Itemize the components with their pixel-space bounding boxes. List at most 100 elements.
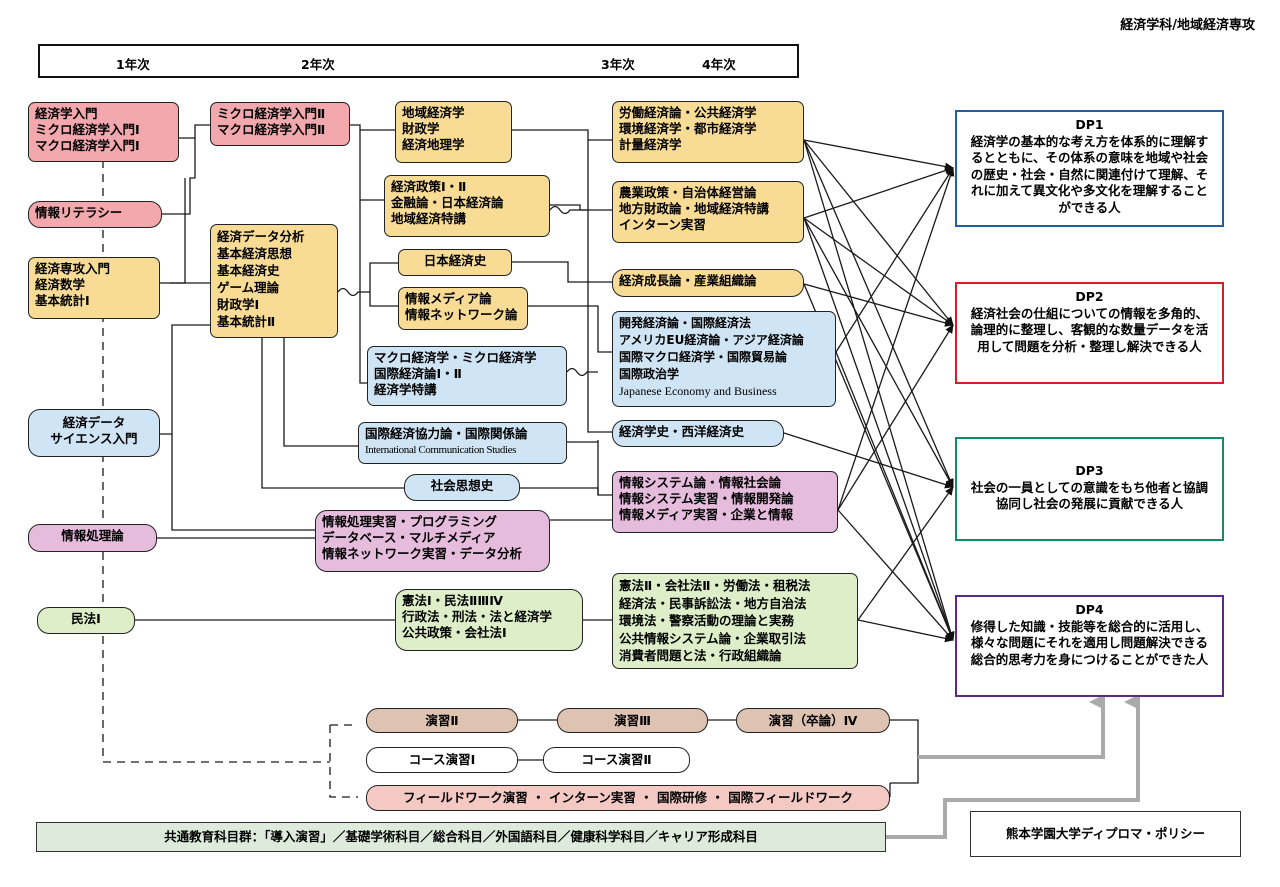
dp4-box: DP4 修得した知識・技能等を総合的に活用し、様々な問題にそれを適用し問題解決で… xyxy=(955,595,1224,697)
course-line: 消費者問題と法・行政組織論 xyxy=(619,648,782,663)
course-line: 情報処理実習・プログラミング xyxy=(322,514,498,529)
course-box-agricultural-policy[interactable]: 農業政策・自治体経営論 地方財政論・地域経済特講 インターン実習 xyxy=(612,181,804,243)
course-line: ミクロ経済学入門Ⅱ xyxy=(217,106,326,121)
course-line: ゲーム理論 xyxy=(217,280,280,295)
course-line: 国際経済論Ⅰ・Ⅱ xyxy=(374,366,462,381)
dp3-text: 社会の一員としての意識をもち他者と協調協同し社会の発展に貢献できる人 xyxy=(970,479,1209,512)
course-line: 金融論・日本経済論 xyxy=(391,195,504,210)
course-line: データベース・マルチメディア xyxy=(322,530,496,545)
course-line: 経済政策Ⅰ・Ⅱ xyxy=(391,179,467,194)
course-box-history-of-economics[interactable]: 経済学史・西洋経済史 xyxy=(612,420,784,447)
course-box-data-analysis[interactable]: 経済データ分析 基本経済思想 基本経済史 ゲーム理論 財政学Ⅰ 基本統計Ⅱ xyxy=(210,224,338,338)
common-education-courses: 共通教育科目群：「導入演習」／基礎学術科目／総合科目／外国語科目／健康科学科目／… xyxy=(36,822,886,852)
course-line: 基本経済思想 xyxy=(217,246,293,261)
course-box-law-3[interactable]: 憲法Ⅱ・会社法Ⅱ・労働法・租税法 経済法・民事訴訟法・地方自治法 環境法・警察活… xyxy=(612,573,858,669)
course-box-labor-economics[interactable]: 労働経済論・公共経済学 環境経済学・都市経済学 計量経済学 xyxy=(612,101,804,163)
course-box-literacy[interactable]: 情報リテラシー xyxy=(28,201,162,228)
course-line: 基本統計Ⅰ xyxy=(35,293,90,308)
course-box-economic-growth[interactable]: 経済成長論・産業組織論 xyxy=(612,269,804,297)
course-seminar-2[interactable]: コース演習Ⅱ xyxy=(543,747,690,773)
course-line: サイエンス入門 xyxy=(50,431,138,446)
course-line: 労働経済論・公共経済学 xyxy=(619,105,757,120)
course-line: 国際マクロ経済学・国際貿易論 xyxy=(619,350,788,364)
course-box-micro-intro-2[interactable]: ミクロ経済学入門Ⅱ マクロ経済学入門Ⅱ xyxy=(210,102,350,146)
course-line: 地方財政論・地域経済特講 xyxy=(619,201,770,216)
fieldwork-seminar[interactable]: フィールドワーク演習 ・ インターン実習 ・ 国際研修 ・ 国際フィールドワーク xyxy=(366,785,890,811)
course-box-economic-policy[interactable]: 経済政策Ⅰ・Ⅱ 金融論・日本経済論 地域経済特講 xyxy=(384,175,550,237)
course-line: 開発経済論・国際経済法 xyxy=(619,316,752,330)
course-line: 憲法Ⅰ・民法ⅡⅢⅣ xyxy=(402,593,503,608)
course-line: International Communication Studies xyxy=(365,444,516,456)
dp4-text: 修得した知識・技能等を総合的に活用し、様々な問題にそれを適用し問題解決できる総合… xyxy=(970,618,1209,667)
course-box-info-processing[interactable]: 情報処理論 xyxy=(28,524,157,552)
course-line: 公共政策・会社法Ⅰ xyxy=(402,625,507,640)
course-line: 日本経済史 xyxy=(423,253,487,268)
course-line: 民法Ⅰ xyxy=(71,611,101,626)
year-label-2: 2年次 xyxy=(301,57,335,72)
course-line: ミクロ経済学入門Ⅰ xyxy=(35,122,140,137)
dp1-box: DP1 経済学の基本的な考え方を体系的に理解するとともに、その体系の意味を地域や… xyxy=(955,110,1224,227)
year-label-3: 3年次 xyxy=(601,57,635,72)
course-seminar-1[interactable]: コース演習Ⅰ xyxy=(366,747,518,773)
course-line: 経済専攻入門 xyxy=(35,261,111,276)
course-line: 情報メディア実習・企業と情報 xyxy=(619,507,794,522)
course-line: 経済成長論・産業組織論 xyxy=(619,273,757,288)
course-box-regional-economics[interactable]: 地域経済学 財政学 経済地理学 xyxy=(395,101,512,163)
page-header: 経済学科/地域経済専攻 xyxy=(1120,18,1255,33)
year-label-1: 1年次 xyxy=(116,57,150,72)
course-line: 情報リテラシー xyxy=(35,205,123,220)
course-line: アメリカEU経済論・アジア経済論 xyxy=(619,333,804,347)
dp2-text: 経済社会の仕組についての情報を多角的、論理的に整理し、客観的な数量データを活用し… xyxy=(970,305,1209,354)
year-label-4: 4年次 xyxy=(702,57,736,72)
course-box-programming[interactable]: 情報処理実習・プログラミング データベース・マルチメディア 情報ネットワーク実習… xyxy=(315,510,550,572)
course-line: 情報ネットワーク論 xyxy=(405,307,518,322)
course-box-macro-micro[interactable]: マクロ経済学・ミクロ経済学 国際経済論Ⅰ・Ⅱ 経済学特講 xyxy=(367,346,567,406)
course-line: 農業政策・自治体経営論 xyxy=(619,185,757,200)
course-line: 経済学入門 xyxy=(35,106,98,121)
course-line: 財政学 xyxy=(402,121,440,136)
course-line: Japanese Economy and Business xyxy=(619,384,777,398)
course-line: 経済数学 xyxy=(35,277,86,292)
course-line: 情報処理論 xyxy=(61,528,124,543)
course-box-info-systems[interactable]: 情報システム論・情報社会論 情報システム実習・情報開発論 情報メディア実習・企業… xyxy=(612,471,838,533)
course-box-development-economics[interactable]: 開発経済論・国際経済法 アメリカEU経済論・アジア経済論 国際マクロ経済学・国際… xyxy=(612,311,836,407)
course-box-japan-economic-history[interactable]: 日本経済史 xyxy=(398,249,512,276)
seminar-2[interactable]: 演習Ⅱ xyxy=(366,708,518,733)
dp1-title: DP1 xyxy=(1075,117,1104,132)
course-line: 国際政治学 xyxy=(619,367,680,381)
course-box-international-cooperation[interactable]: 国際経済協力論・国際関係論 International Communicatio… xyxy=(358,422,567,464)
course-line: 地域経済特講 xyxy=(391,211,467,226)
dp3-box: DP3 社会の一員としての意識をもち他者と協調協同し社会の発展に貢献できる人 xyxy=(955,437,1224,541)
course-line: 社会思想史 xyxy=(430,478,494,493)
course-line: 行政法・刑法・法と経済学 xyxy=(402,609,553,624)
course-line: 経済地理学 xyxy=(402,137,465,152)
course-line: インターン実習 xyxy=(619,217,706,232)
course-line: 基本経済史 xyxy=(217,263,280,278)
course-box-data-science[interactable]: 経済データ サイエンス入門 xyxy=(28,409,160,457)
course-box-info-media[interactable]: 情報メディア論 情報ネットワーク論 xyxy=(398,287,528,330)
course-line: マクロ経済学入門Ⅱ xyxy=(217,122,326,137)
course-line: マクロ経済学入門Ⅰ xyxy=(35,138,140,153)
course-line: マクロ経済学・ミクロ経済学 xyxy=(374,350,537,365)
course-line: 経済法・民事訴訟法・地方自治法 xyxy=(619,595,807,611)
course-line: 計量経済学 xyxy=(619,137,682,152)
course-box-major[interactable]: 経済専攻入門 経済数学 基本統計Ⅰ xyxy=(28,257,160,319)
course-line: 経済データ xyxy=(62,415,126,430)
seminar-4-thesis[interactable]: 演習（卒論）Ⅳ xyxy=(736,708,890,733)
course-line: 環境法・警察活動の理論と実務 xyxy=(619,613,795,628)
course-box-intro[interactable]: 経済学入門 ミクロ経済学入門Ⅰ マクロ経済学入門Ⅰ xyxy=(28,102,179,162)
course-line: 環境経済学・都市経済学 xyxy=(619,121,757,136)
course-line: 情報メディア論 xyxy=(405,291,492,306)
course-line: 情報システム論・情報社会論 xyxy=(619,475,782,490)
dp1-text: 経済学の基本的な考え方を体系的に理解するとともに、その体系の意味を地域や社会の歴… xyxy=(970,133,1209,215)
dp2-title: DP2 xyxy=(1075,289,1104,304)
course-line: 地域経済学 xyxy=(402,105,465,120)
dp2-box: DP2 経済社会の仕組についての情報を多角的、論理的に整理し、客観的な数量データ… xyxy=(955,282,1224,384)
course-box-social-thought[interactable]: 社会思想史 xyxy=(404,474,520,501)
course-line: 基本統計Ⅱ xyxy=(217,314,276,329)
dp4-title: DP4 xyxy=(1075,602,1104,617)
seminar-3[interactable]: 演習Ⅲ xyxy=(557,708,708,733)
course-box-civil-law[interactable]: 民法Ⅰ xyxy=(37,607,135,634)
course-box-law-2[interactable]: 憲法Ⅰ・民法ⅡⅢⅣ 行政法・刑法・法と経済学 公共政策・会社法Ⅰ xyxy=(395,589,583,651)
